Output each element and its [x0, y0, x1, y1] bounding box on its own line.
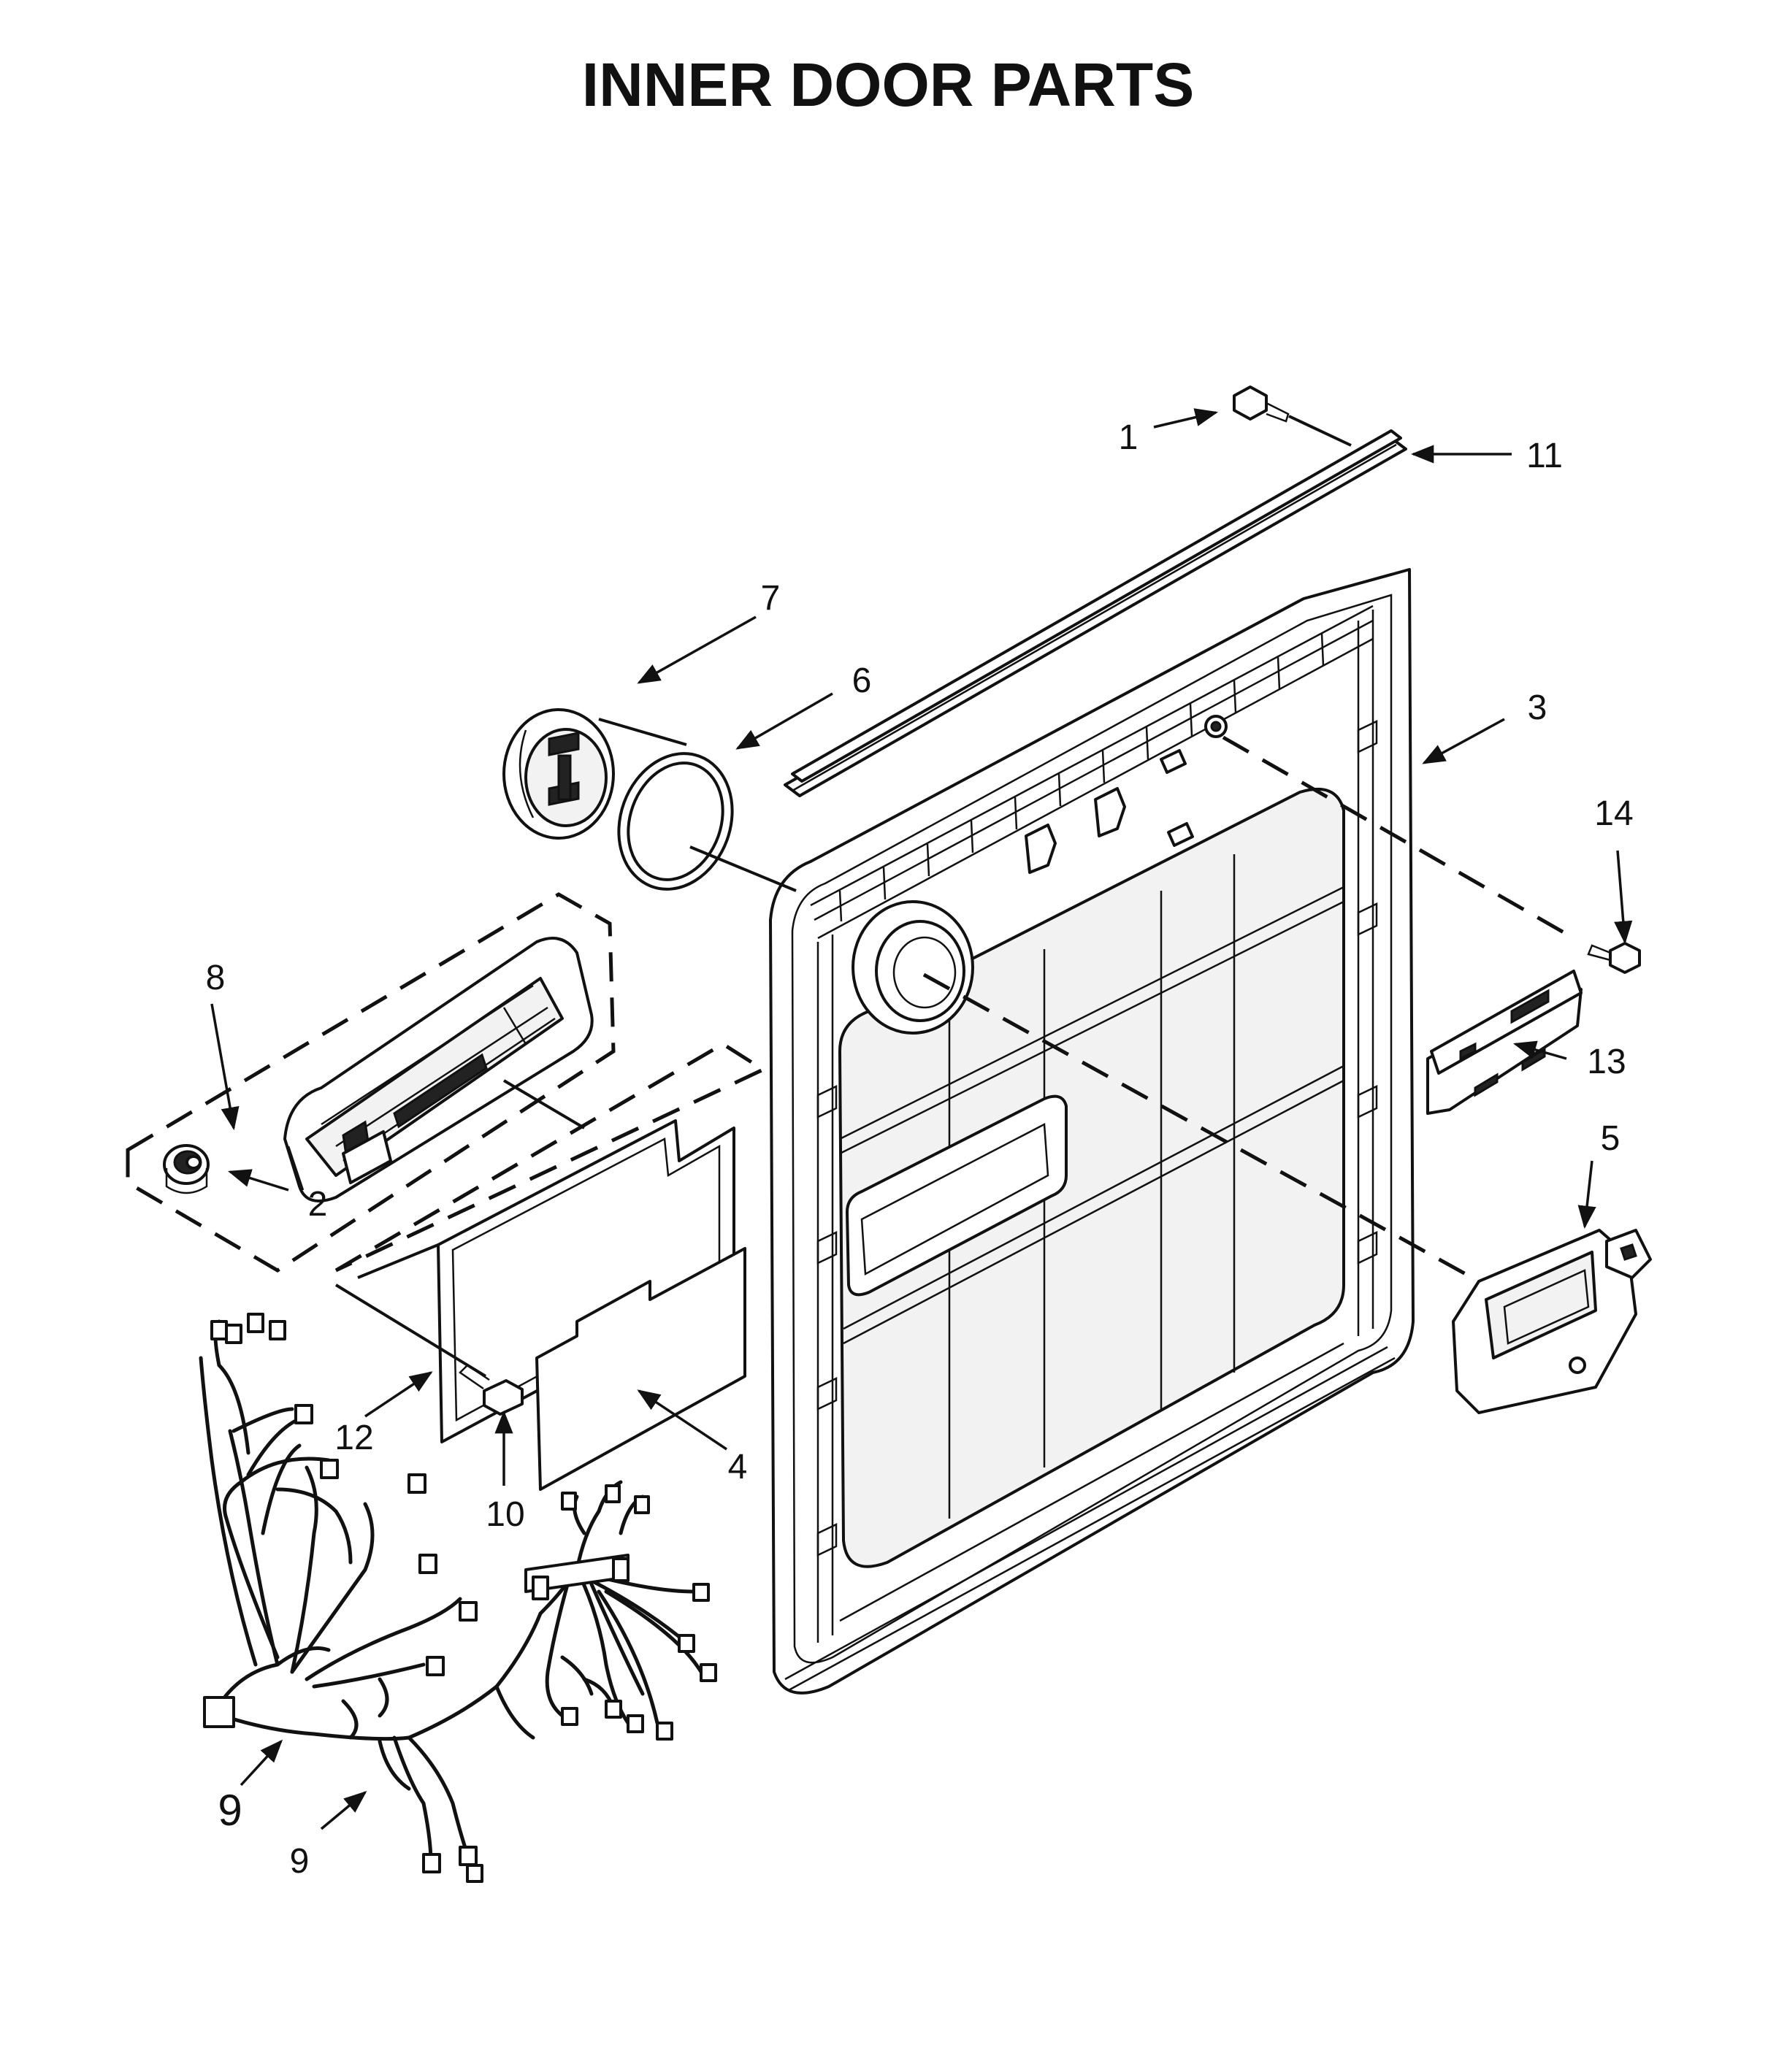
- callout-7: 7: [761, 579, 781, 618]
- part-11-top-trim-strip: [784, 429, 1407, 797]
- explode-line-bracket: [1222, 735, 1575, 940]
- explode-line-rinse: [922, 972, 1480, 1284]
- diagram-title: INNER DOOR PARTS: [582, 50, 1194, 119]
- callout-labels: 1 11 7 6 3 14 13 5 8 2 4 12 10 9 9: [206, 418, 1634, 1881]
- part-2-knob: [163, 1144, 210, 1194]
- part-10-screw: [459, 1364, 524, 1416]
- part-14-screw: [1587, 942, 1641, 974]
- callout-1: 1: [1119, 418, 1139, 457]
- dispenser-opening-frame: [846, 1094, 1068, 1297]
- callout-6: 6: [852, 661, 872, 700]
- part-6-gasket-ring: [617, 752, 734, 891]
- callout-13: 13: [1587, 1043, 1626, 1081]
- explode-line-gasket: [689, 845, 797, 892]
- part-9-wire-harness-main: [199, 1313, 543, 1883]
- part-9-wire-harness-secondary: [524, 1480, 717, 1741]
- leader-arrows: [210, 408, 1633, 1830]
- callout-9-main: 9: [218, 1786, 242, 1835]
- part-8-dispenser-assembly: [126, 892, 616, 1273]
- part-12-gasket-frame: [334, 1042, 768, 1443]
- callout-3: 3: [1528, 688, 1547, 727]
- callout-5: 5: [1601, 1119, 1620, 1158]
- callout-8: 8: [206, 959, 226, 997]
- part-13-control-bracket: [1426, 970, 1583, 1115]
- callout-14: 14: [1594, 794, 1633, 833]
- part-3-inner-door-panel: [769, 568, 1415, 1695]
- explode-line-frame: [334, 1284, 487, 1378]
- part-7-dispenser-cap: [502, 708, 615, 840]
- callout-2: 2: [308, 1185, 328, 1224]
- part-4-cover-plate: [535, 1247, 746, 1491]
- part-1-screw: [1233, 385, 1352, 447]
- part-5-vent-housing: [1452, 1229, 1652, 1414]
- callout-11: 11: [1526, 437, 1563, 475]
- callout-9-secondary: 9: [290, 1842, 310, 1881]
- callout-4: 4: [728, 1448, 748, 1486]
- callout-12: 12: [334, 1419, 373, 1457]
- explode-line-cap: [598, 718, 687, 746]
- callout-10: 10: [486, 1495, 524, 1534]
